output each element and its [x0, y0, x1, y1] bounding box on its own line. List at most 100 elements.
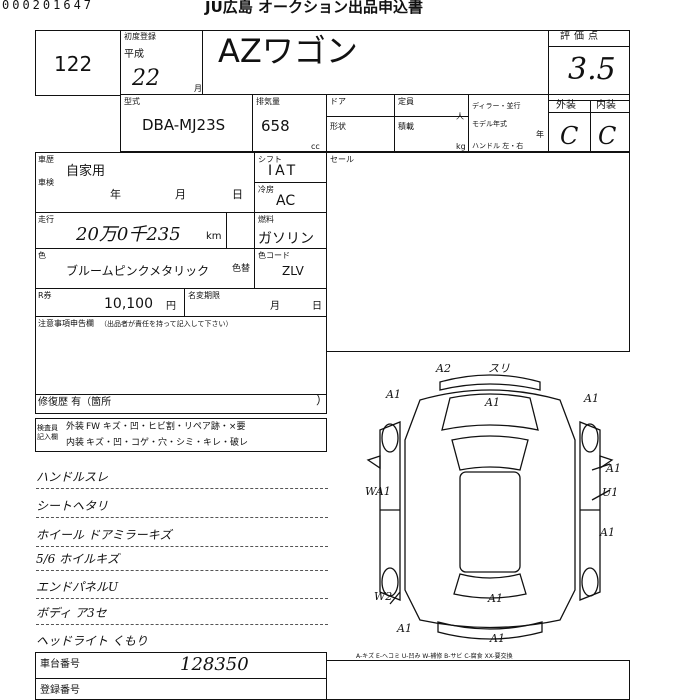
grade-value: 3.5 [568, 52, 616, 87]
name-change-label: 名変期限 [188, 291, 220, 300]
front-bumper [439, 374, 541, 391]
notes-label: 注意事項申告欄 [38, 319, 94, 328]
lot-no: 122 [54, 52, 93, 76]
color-code-value: ZLV [282, 264, 304, 278]
hood [441, 393, 539, 431]
sales-label: セール [330, 155, 354, 164]
exterior-value: C [560, 122, 579, 150]
damage-mark: A1 [485, 396, 500, 409]
damage-mark: A1 [606, 462, 621, 475]
notes-hint: （出品者が責任を持って記入して下さい） [100, 320, 233, 328]
color-label: 色 [38, 251, 46, 260]
color-value: ブルームピンクメタリック [66, 264, 210, 278]
repair-label: 修復歴 有（箇所 [38, 397, 112, 408]
dealer-label: ディラー・並行 [472, 102, 521, 110]
door-label: ドア [330, 97, 346, 106]
model-label: 型式 [124, 97, 140, 106]
mileage-value: 20万0千235 [76, 224, 181, 245]
aircon-label: 冷房 [258, 185, 274, 194]
handle-label: ハンドル 左・右 [472, 142, 524, 150]
insp-year: 年 [110, 188, 121, 201]
capacity-label: 定員 [398, 97, 414, 106]
note-line: ホイール ドアミラーキズ [36, 528, 172, 542]
reg-label: 登録番号 [40, 685, 80, 696]
damage-mark: A1 [397, 622, 412, 635]
interior-value: C [598, 122, 617, 150]
rear-bumper [437, 621, 543, 640]
displacement-label: 排気量 [256, 97, 280, 106]
damage-mark: A1 [584, 392, 599, 405]
damage-mark: A1 [386, 388, 401, 401]
shape-label: 形状 [330, 122, 346, 131]
model-year-label: モデル年式 [472, 120, 507, 128]
reg-year: 22 [132, 66, 160, 91]
damage-mark: スリ [488, 362, 510, 375]
ext-key: 外装 [66, 422, 85, 432]
right-side [579, 421, 601, 601]
note-line: ヘッドライト くもり [36, 634, 148, 648]
damage-mark: U1 [602, 486, 619, 499]
car-damage-diagram [366, 374, 614, 640]
inspection-label: 車検 [38, 178, 54, 187]
yen-unit: 円 [166, 301, 176, 312]
displacement-value: 658 [261, 117, 290, 135]
inspector-label: 検査員記入欄 [37, 424, 58, 441]
damage-mark: A1 [488, 592, 503, 605]
note-line: ハンドルスレ [36, 470, 109, 484]
int-items: キズ・凹・コゲ・穴・シミ・キレ・破レ [86, 438, 249, 448]
inspector-box [35, 418, 327, 452]
shift-value: IAT [268, 163, 299, 179]
damage-mark: A2 [436, 362, 451, 375]
form-title: JU広島 オークション出品申込書 [205, 0, 423, 16]
interior-label: 内装 [596, 100, 616, 111]
shift-label: シフト [258, 155, 282, 164]
usage-label: 車歴 [38, 155, 54, 164]
roof [459, 471, 521, 573]
ext-items: FW キズ・凹・ヒビ割・リペア跡・×要 [86, 422, 246, 432]
recycle-value: 10,100 [104, 296, 153, 312]
fuel-value: ガソリン [258, 231, 314, 247]
windshield [451, 435, 529, 471]
kg-unit: kg [456, 142, 466, 151]
note-line: 5/6 ホイルキズ [36, 552, 120, 566]
name-day: 日 [312, 301, 322, 312]
color-change-label: 色替 [232, 264, 251, 274]
recycle-label: R券 [38, 291, 52, 300]
name-month: 月 [270, 301, 280, 312]
insp-month: 月 [175, 188, 186, 201]
insp-day: 日 [232, 188, 243, 201]
cc-unit: cc [311, 142, 320, 151]
damage-legend: A-キズ E-ヘコミ U-凹み W-補修 B-サビ C-腐食 XX-要交換 [356, 653, 513, 660]
era-label: 平成 [124, 49, 144, 60]
car-name: AZワゴン [218, 32, 358, 70]
aircon-value: AC [276, 193, 296, 209]
note-line: ボディ ア3セ [36, 606, 107, 620]
damage-mark: WA1 [365, 485, 391, 498]
body-outline [404, 389, 576, 629]
int-key: 内装 [66, 438, 85, 448]
load-label: 積載 [398, 122, 414, 131]
year-unit: 年 [536, 130, 544, 139]
plate-label: 車台番号 [40, 659, 80, 670]
mileage-label: 走行 [38, 215, 54, 224]
sales-box [326, 152, 630, 352]
fuel-label: 燃料 [258, 215, 274, 224]
note-line: シートヘタリ [36, 499, 109, 513]
plate-value: 128350 [180, 654, 249, 675]
model-value: DBA-MJ23S [142, 116, 226, 134]
damage-mark: A1 [490, 632, 505, 645]
left-side [379, 421, 401, 601]
exterior-label: 外装 [556, 100, 576, 111]
damage-mark: W2 [374, 590, 393, 603]
color-code-label: 色コード [258, 251, 290, 260]
month-unit: 月 [194, 84, 202, 93]
note-line: エンドパネルU [36, 580, 119, 594]
damage-mark: A1 [600, 526, 615, 539]
repair-close: ） [316, 393, 329, 407]
rear-window [453, 573, 527, 599]
sheet-id-number: 000201647 [2, 0, 95, 12]
first-reg-label: 初度登録 [124, 32, 156, 41]
main-grid [120, 30, 630, 152]
grade-label: 評価点 [560, 31, 602, 42]
km-unit: km [206, 231, 222, 242]
